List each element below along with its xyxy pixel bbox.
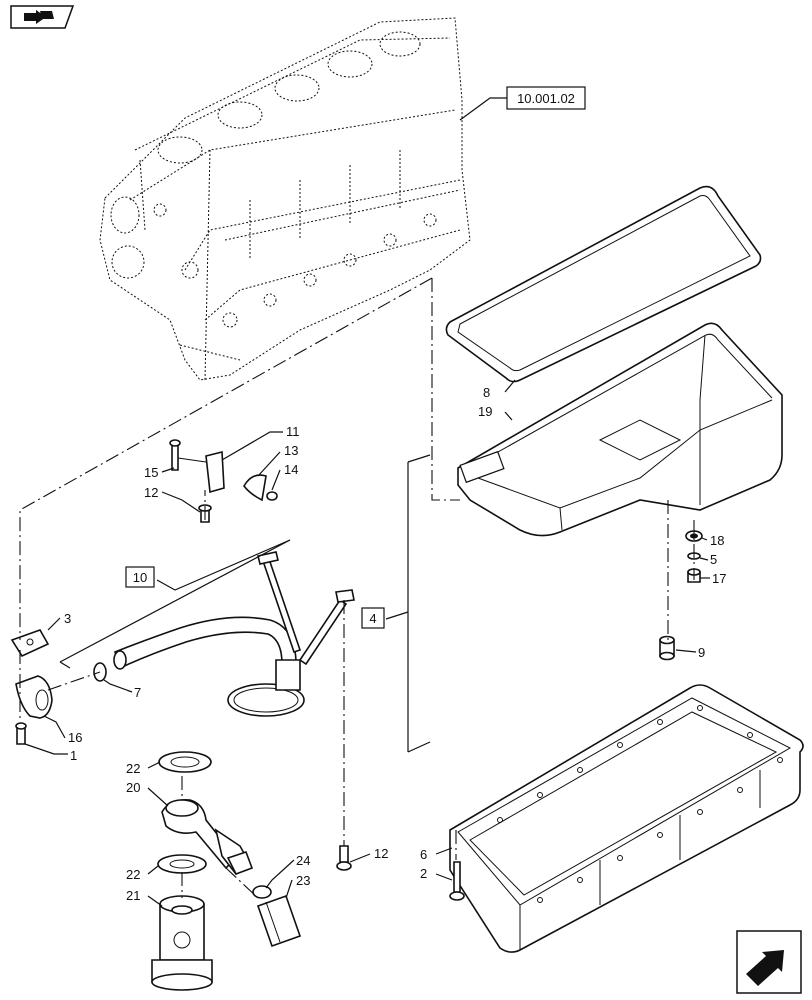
group-10-label[interactable]: 10 bbox=[125, 566, 155, 588]
callout-8[interactable]: 8 bbox=[483, 385, 490, 400]
clamp-16 bbox=[15, 675, 53, 719]
screw-1 bbox=[15, 722, 27, 745]
oil-pickup-tube bbox=[113, 551, 355, 717]
screw-2 bbox=[449, 861, 465, 901]
callout-7[interactable]: 7 bbox=[134, 685, 141, 700]
callout-1[interactable]: 1 bbox=[70, 748, 77, 763]
callout-3[interactable]: 3 bbox=[64, 611, 71, 626]
banjo-fitting-20 bbox=[161, 798, 254, 876]
callout-22-lower[interactable]: 22 bbox=[126, 867, 140, 882]
svg-text:4: 4 bbox=[369, 611, 376, 626]
callout-22-upper[interactable]: 22 bbox=[126, 761, 140, 776]
nut-23 bbox=[256, 894, 302, 948]
callout-20[interactable]: 20 bbox=[126, 780, 140, 795]
seal-washer-22-bottom bbox=[157, 854, 207, 874]
reference-box[interactable]: 10.001.02 bbox=[506, 86, 586, 110]
top-nav-button[interactable] bbox=[10, 5, 74, 29]
callout-14[interactable]: 14 bbox=[284, 462, 298, 477]
banjo-bolt-21 bbox=[151, 895, 213, 991]
callout-2[interactable]: 2 bbox=[420, 866, 427, 881]
clip-3 bbox=[10, 629, 50, 658]
callout-18[interactable]: 18 bbox=[710, 533, 724, 548]
drain-plug-9 bbox=[659, 635, 675, 661]
oil-pan-gasket bbox=[445, 185, 762, 383]
callout-12-upper[interactable]: 12 bbox=[144, 485, 158, 500]
callout-12-lower[interactable]: 12 bbox=[374, 846, 388, 861]
svg-text:10.001.02: 10.001.02 bbox=[517, 91, 575, 106]
oil-pan bbox=[457, 322, 783, 537]
callout-15[interactable]: 15 bbox=[144, 465, 158, 480]
bottom-nav-button[interactable] bbox=[736, 930, 802, 994]
o-ring-24 bbox=[252, 885, 272, 899]
callout-16[interactable]: 16 bbox=[68, 730, 82, 745]
callout-9[interactable]: 9 bbox=[698, 645, 705, 660]
seal-washer-22-top bbox=[158, 751, 212, 773]
callout-24[interactable]: 24 bbox=[296, 853, 310, 868]
callout-23[interactable]: 23 bbox=[296, 873, 310, 888]
next-page-arrow-icon bbox=[736, 930, 802, 994]
screw-12-lower bbox=[336, 845, 352, 871]
group-4-label[interactable]: 4 bbox=[361, 607, 385, 629]
callout-17[interactable]: 17 bbox=[712, 571, 726, 586]
callout-5[interactable]: 5 bbox=[710, 552, 717, 567]
callout-6[interactable]: 6 bbox=[420, 847, 427, 862]
callout-11[interactable]: 11 bbox=[286, 424, 300, 439]
book-arrow-icon bbox=[10, 5, 74, 29]
callout-21[interactable]: 21 bbox=[126, 888, 140, 903]
engine-block bbox=[99, 17, 471, 381]
lower-oil-pan bbox=[449, 684, 804, 953]
callout-19[interactable]: 19 bbox=[478, 404, 492, 419]
callout-13[interactable]: 13 bbox=[284, 443, 298, 458]
bracket-group bbox=[169, 439, 278, 523]
svg-text:10: 10 bbox=[133, 570, 147, 585]
